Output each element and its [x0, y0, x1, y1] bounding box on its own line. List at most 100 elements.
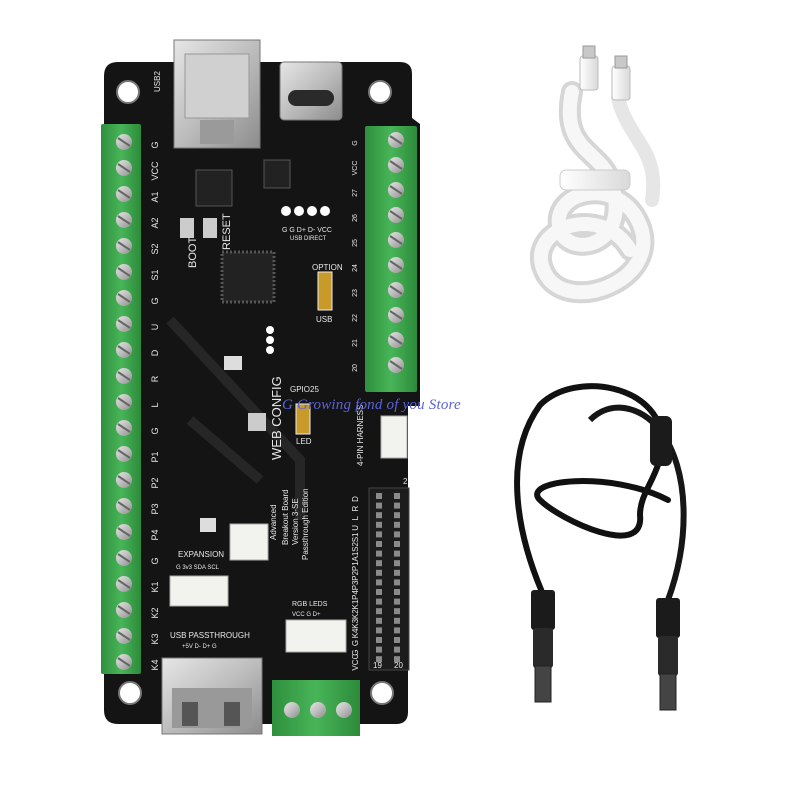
option-switch	[317, 271, 333, 311]
left-terminal-label: G	[150, 141, 160, 148]
left-terminal-label: S1	[150, 269, 160, 280]
header-pin	[376, 656, 382, 663]
led-switch	[295, 403, 311, 435]
left-terminal-label: VCC	[150, 161, 160, 181]
left-terminal-label: R	[150, 375, 160, 382]
left-terminal-label: A1	[150, 191, 160, 202]
header-row-label: D	[351, 496, 360, 502]
rgb-leds-label: RGB LEDS	[292, 601, 328, 608]
left-terminal-label: A2	[150, 217, 160, 228]
web-config-label: WEB CONFIG	[269, 376, 284, 460]
header-pin	[394, 579, 400, 586]
header-pin	[394, 521, 400, 528]
right-terminal-block	[365, 126, 417, 392]
header-pin	[376, 579, 382, 586]
led-label: LED	[296, 437, 312, 446]
jst-connector	[229, 523, 269, 561]
expansion-label: EXPANSION	[178, 550, 224, 559]
left-terminal-label: G	[150, 427, 160, 434]
left-terminal-label: P1	[150, 451, 160, 462]
expansion-connector	[169, 575, 229, 607]
header-pin	[394, 656, 400, 663]
header-pin	[394, 550, 400, 557]
left-terminal-label: P2	[150, 477, 160, 488]
right-terminal-label: 20	[352, 364, 359, 372]
h4-pins-label: G G D+ D- VCC	[282, 227, 332, 234]
header-pin	[394, 627, 400, 634]
header-pin	[376, 531, 382, 538]
header-row-label: G	[351, 640, 360, 646]
black-usb-a-cable	[514, 383, 687, 711]
header-pin-number: 20	[394, 661, 403, 670]
header-pin	[394, 560, 400, 567]
left-terminal-label: P4	[150, 529, 160, 540]
header-pin	[376, 550, 382, 557]
gpio-label: GPIO25	[290, 385, 319, 394]
mount-hole-top-left	[116, 80, 140, 104]
ferrite-bead	[650, 416, 672, 466]
left-terminal-label: K4	[150, 659, 160, 670]
left-terminal-label: U	[150, 324, 160, 331]
mount-hole-bottom-left	[118, 681, 142, 705]
left-terminal-label: L	[150, 402, 160, 407]
header-row-label: S2	[351, 542, 360, 552]
header-pin	[394, 589, 400, 595]
boot-button	[180, 218, 194, 238]
boot-label: BOOT	[187, 237, 199, 268]
header-row-label: U	[351, 525, 360, 531]
header-pin-number: 19	[373, 661, 382, 670]
left-terminal-label: D	[150, 349, 160, 356]
header-row-label: S1	[351, 532, 360, 542]
left-terminal-label: G	[150, 557, 160, 564]
header-row-label: K1	[351, 599, 360, 609]
header-pin	[376, 646, 382, 653]
usb-c-plug-2	[611, 65, 631, 101]
header-row-label: K3	[351, 618, 360, 628]
header-pin	[376, 521, 382, 528]
title-line3: Version 3-SE	[291, 498, 300, 545]
header-pin	[376, 608, 382, 615]
right-terminal-label: 26	[352, 214, 359, 222]
header-pin	[376, 512, 382, 519]
usb-a-plug-1-boot	[531, 590, 555, 630]
usb-sense-chip	[200, 518, 216, 532]
header-row-label: G	[351, 649, 360, 655]
header-pin	[394, 598, 400, 605]
title-line2: Breakout Board	[281, 489, 290, 545]
h4-pads	[266, 206, 330, 354]
header-pin	[394, 493, 400, 499]
pin-header	[368, 487, 410, 671]
left-terminal-label: S2	[150, 243, 160, 254]
cable-tie	[559, 169, 631, 191]
header-pin	[376, 589, 382, 595]
right-terminal-label: 23	[352, 289, 359, 297]
header-row-label: A1	[351, 551, 360, 561]
right-terminal-label: VCC	[352, 161, 359, 176]
left-terminal-label: G	[150, 297, 160, 304]
header-pin	[376, 569, 382, 576]
usb-direct-label: USB DIRECT	[290, 236, 327, 242]
header-pin	[376, 502, 382, 509]
header-pin	[394, 608, 400, 615]
silkscreen: USB2 BOOT RESET G G D+ D- VCC USB DIRECT…	[153, 71, 365, 650]
right-terminal-label: 27	[352, 189, 359, 197]
right-terminal-label: 24	[352, 264, 359, 272]
usb-a-plug-2-boot	[656, 598, 680, 638]
header-pin	[394, 569, 400, 576]
usb-c-connector	[279, 61, 343, 121]
regulator-chip	[263, 159, 291, 189]
watermark: G Growing fond of you Store	[282, 397, 461, 413]
header-pin	[394, 512, 400, 519]
header-row-label: L	[351, 515, 360, 520]
usb-a-port	[161, 657, 263, 735]
header-pin	[376, 493, 382, 499]
rgb-pins-label: VCC G D+	[292, 612, 321, 618]
bottom-terminal-block	[272, 680, 360, 736]
expansion-pins-label: G 3v3 SDA SCL	[176, 565, 220, 571]
header-row-label: P3	[351, 580, 360, 590]
usb-a-plug-1-tip	[534, 665, 552, 703]
header-row-label: P1	[351, 561, 360, 571]
header-row-label: P2	[351, 570, 360, 580]
